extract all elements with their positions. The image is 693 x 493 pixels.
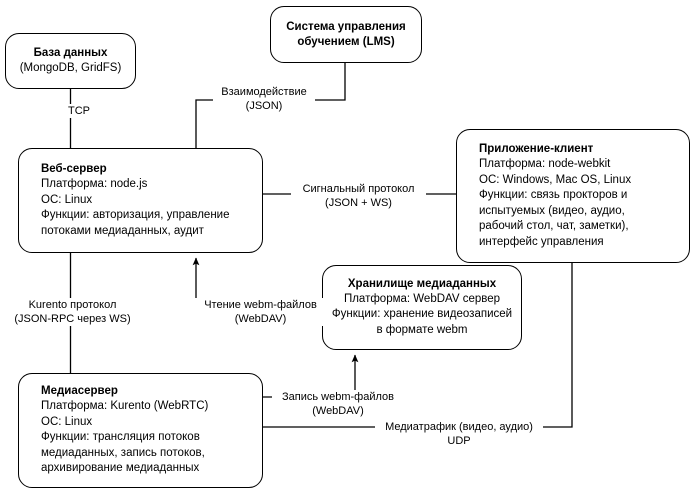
edge-media-server-to-web-server-label: Чтение webm-файлов (WebDAV) — [193, 298, 328, 326]
edge-media-server-to-storage-label: Запись webm-файлов (WebDAV) — [272, 390, 404, 418]
edge-database-to-web-server-label: TCP — [55, 104, 103, 118]
node-client-application-title: Приложение-клиент — [479, 143, 594, 155]
node-web-server-title: Веб-сервер — [41, 163, 107, 175]
node-media-storage-body: Платформа: WebDAV сервер Функции: хранен… — [331, 292, 513, 336]
edge-web-server-to-client-label: Сигнальный протокол (JSON + WS) — [291, 182, 426, 210]
node-media-server-title: Медиасервер — [41, 385, 118, 398]
node-media-server-body: Платформа: Kurento (WebRTC) ОС: Linux Фу… — [41, 400, 209, 475]
node-client-application-body: Платформа: node-webkit ОС: Windows, Mac … — [479, 158, 632, 248]
edge-web-server-to-lms-label: Взаимодействие (JSON) — [213, 85, 315, 113]
node-database-body: (MongoDB, GridFS) — [19, 61, 122, 74]
node-lms-title: Система управления обучением (LMS) — [286, 20, 406, 48]
edge-media-server-to-client-label: Медиатрафик (видео, аудио) UDP — [375, 420, 543, 448]
node-database: База данных (MongoDB, GridFS) — [5, 33, 136, 89]
edge-media-server-to-client — [263, 263, 573, 428]
node-web-server-body: Платформа: node.js ОС: Linux Функции: ав… — [41, 178, 230, 237]
node-database-title: База данных — [33, 46, 108, 59]
node-media-storage-title: Хранилище медиаданных — [347, 277, 497, 290]
edge-web-server-to-media-server-label: Kurento протокол (JSON-RPC через WS) — [4, 298, 141, 326]
node-lms: Система управления обучением (LMS) — [270, 6, 422, 63]
